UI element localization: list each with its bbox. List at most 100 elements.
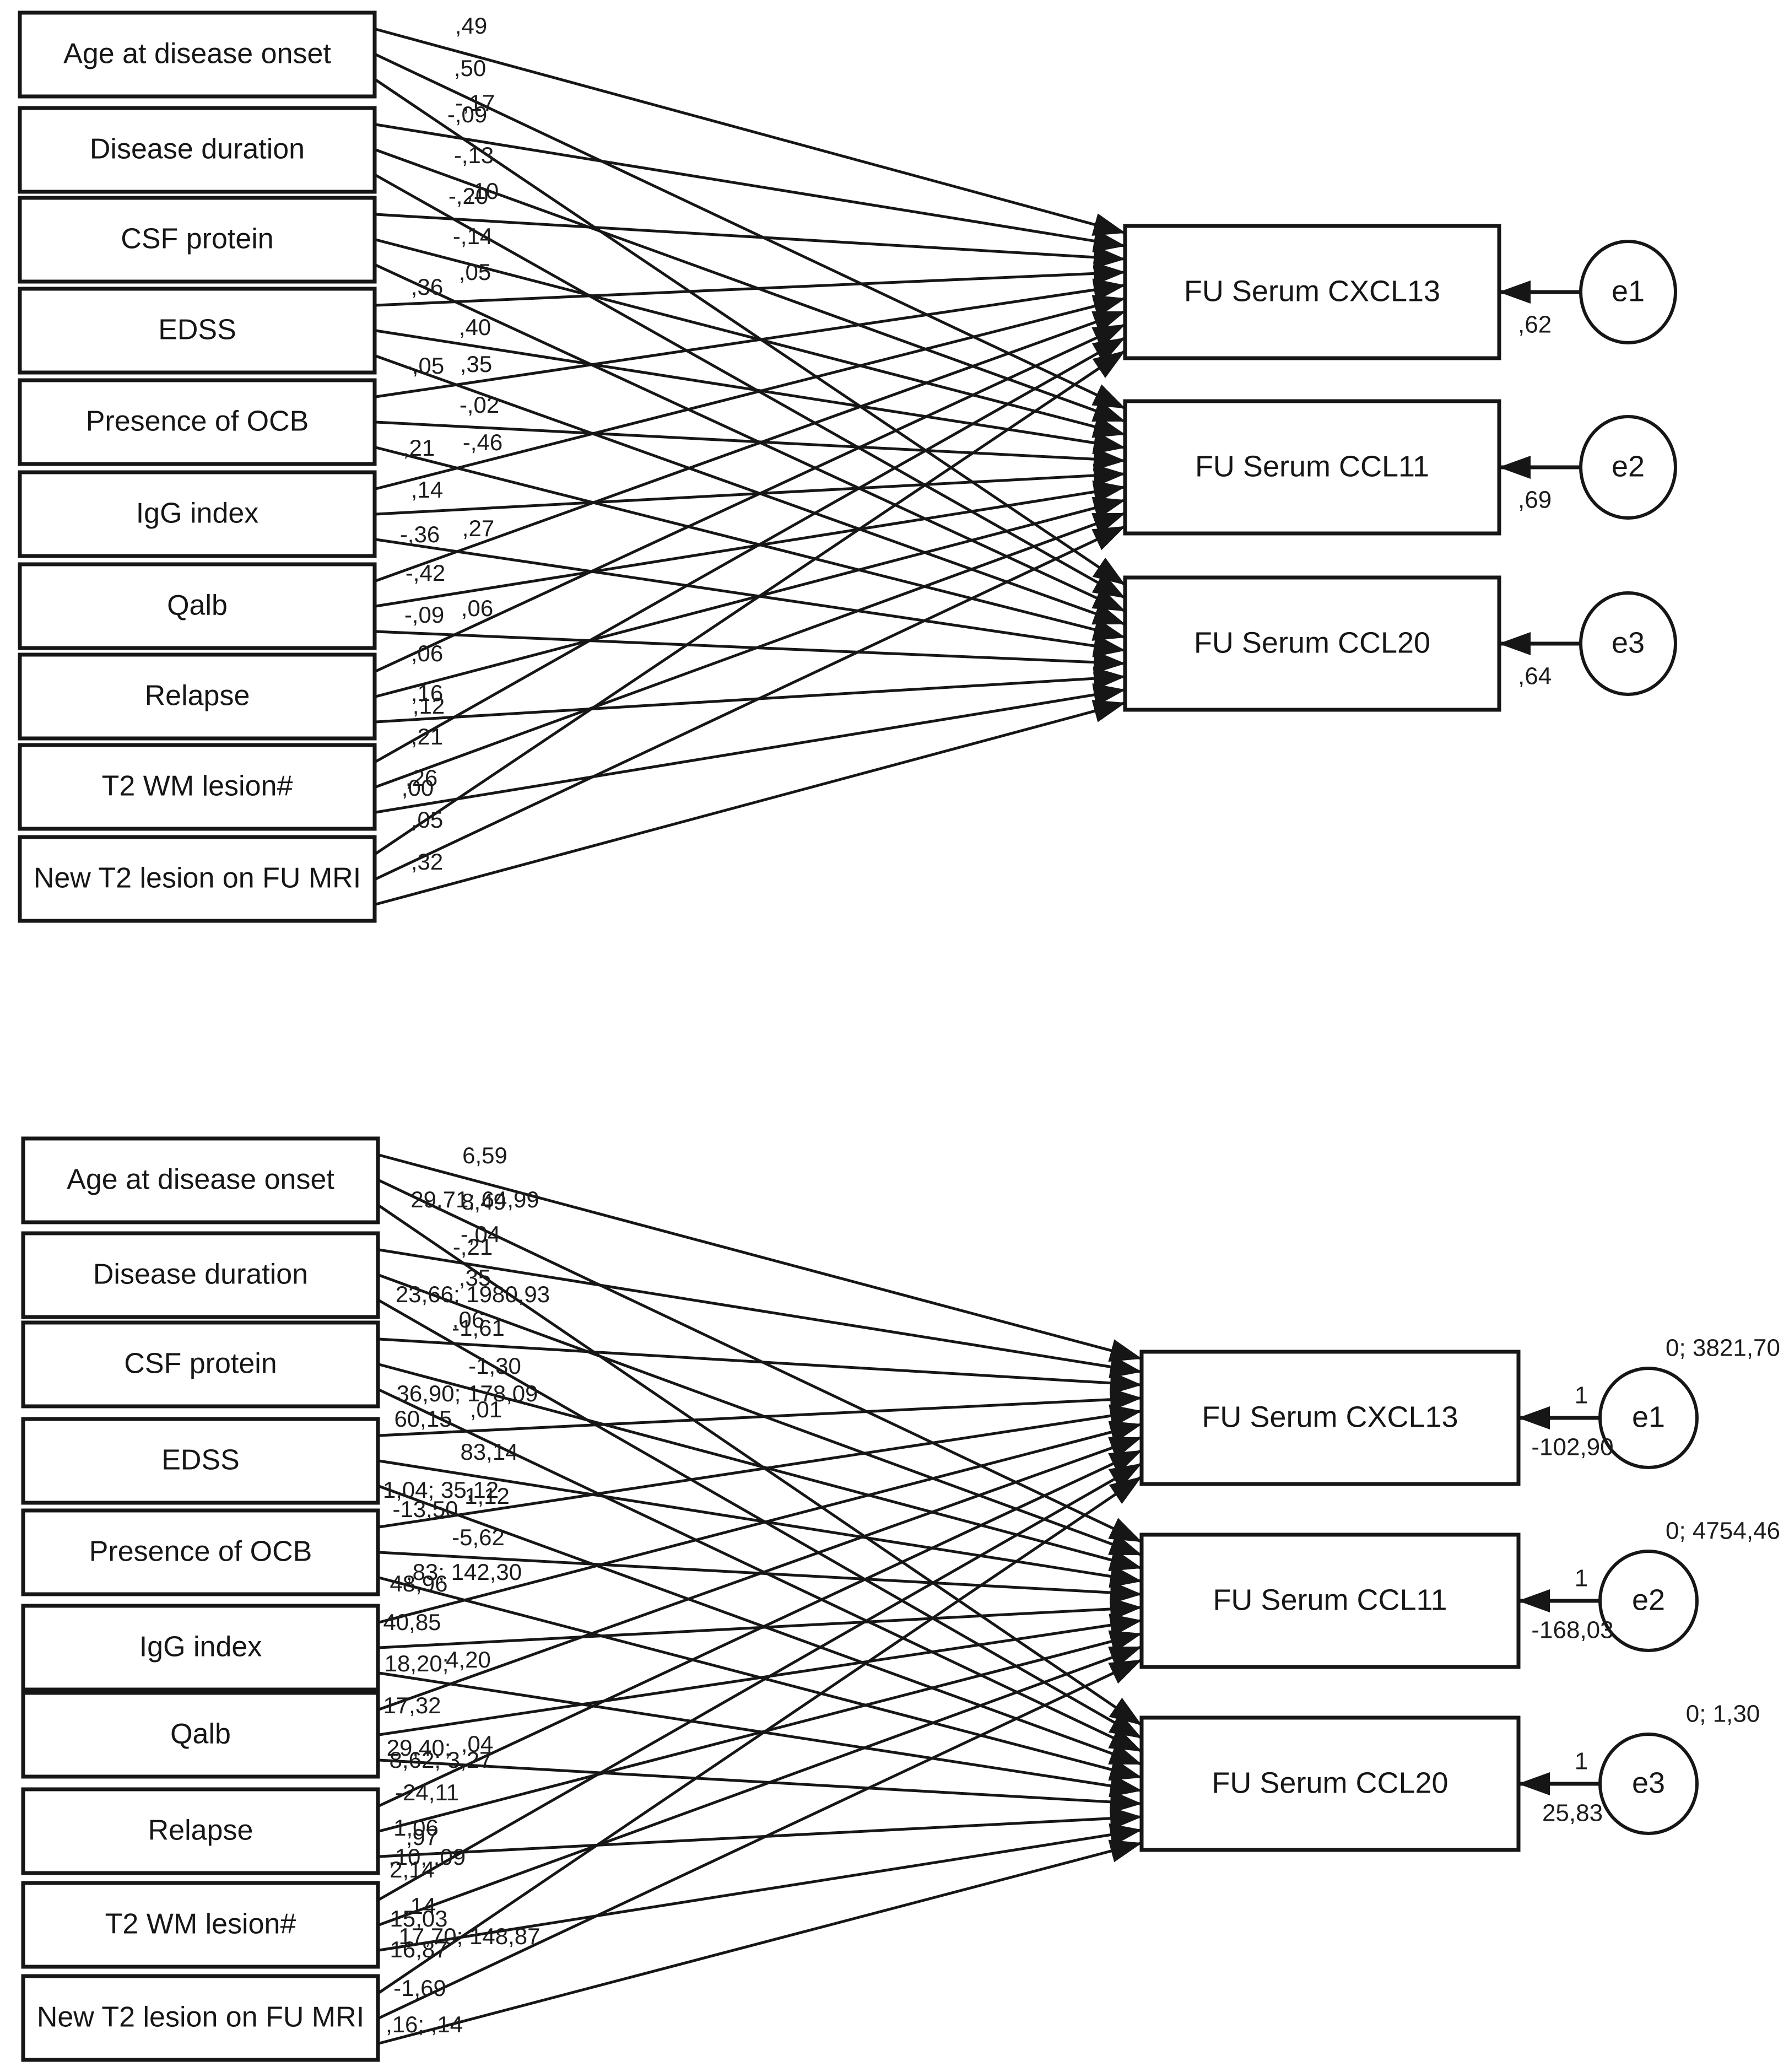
path-arrow bbox=[379, 1337, 1142, 1395]
coefficient-label: ,21 bbox=[403, 435, 435, 461]
outcome-box bbox=[1139, 1715, 1521, 1852]
coefficient-label: -,42 bbox=[406, 560, 445, 586]
coefficient-label: ,35 bbox=[460, 351, 492, 377]
path-arrow bbox=[375, 630, 1126, 674]
path-arrow bbox=[375, 213, 1126, 269]
path-arrow bbox=[379, 1248, 1142, 1379]
predictor-label: Presence of OCB bbox=[86, 406, 309, 438]
predictor-box bbox=[21, 1881, 380, 1969]
path-arrow bbox=[379, 1436, 1142, 1711]
coefficient-label: 29,40; bbox=[387, 1735, 451, 1761]
coefficient-label: ,16 bbox=[411, 680, 443, 706]
predictor-label: Disease duration bbox=[90, 133, 305, 165]
coefficient-label: ,40 bbox=[459, 314, 491, 340]
path-arrow bbox=[379, 1630, 1142, 1833]
coefficient-label: 1,12 bbox=[464, 1483, 510, 1509]
error-circle bbox=[1598, 1550, 1699, 1652]
path-arrow bbox=[375, 53, 1126, 409]
coefficient-label: -1,69 bbox=[393, 1975, 446, 2001]
predictor-label: CSF protein bbox=[121, 223, 273, 255]
path-arrow bbox=[379, 1614, 1142, 1736]
outcome-label: FU Serum CCL11 bbox=[1213, 1583, 1447, 1616]
coefficient-label: 60,15 bbox=[394, 1406, 452, 1432]
coefficient-label: ,04 bbox=[461, 1731, 493, 1757]
predictor-label: IgG index bbox=[136, 498, 259, 530]
path-arrow bbox=[375, 683, 1126, 814]
error-value-label: ,69 bbox=[1518, 487, 1552, 514]
coefficient-label: -,02 bbox=[460, 392, 499, 418]
error-circle bbox=[1598, 1367, 1699, 1469]
error-name-label: e1 bbox=[1612, 274, 1645, 307]
path-arrow bbox=[375, 420, 1126, 471]
outcome-box bbox=[1123, 399, 1501, 536]
error-name-label: e3 bbox=[1632, 1766, 1665, 1799]
outcome-box bbox=[1139, 1533, 1521, 1669]
error-intercept-label: -102,90 bbox=[1531, 1434, 1613, 1461]
coefficient-label: -,20 bbox=[448, 183, 488, 209]
coefficient-label: -,09 bbox=[404, 602, 444, 628]
coefficient-label: 1,04; 35,12 bbox=[383, 1477, 499, 1503]
path-arrow bbox=[375, 28, 1126, 236]
path-arrow bbox=[379, 1153, 1142, 1362]
coefficient-label: ,10; ,09 bbox=[388, 1844, 466, 1870]
coefficient-label: -5,62 bbox=[452, 1524, 505, 1550]
coefficient-label: 18,20; bbox=[385, 1650, 449, 1676]
error-intercept-label: 25,83 bbox=[1542, 1800, 1603, 1827]
predictor-label: New T2 lesion on FU MRI bbox=[37, 2001, 364, 2033]
path-arrow bbox=[379, 1758, 1142, 1814]
path-arrow bbox=[375, 295, 1126, 490]
coefficient-label: -13,50 bbox=[392, 1496, 458, 1522]
predictor-box bbox=[18, 562, 377, 650]
coefficient-labels: ,49,50-,17-,09-,13,10-,20-,14,05,36,40,3… bbox=[400, 13, 502, 875]
path-arrow bbox=[378, 1299, 1142, 1739]
regression-paths bbox=[378, 1153, 1142, 2045]
coefficient-label: -,14 bbox=[453, 223, 493, 249]
coefficient-label: -,17 bbox=[455, 90, 495, 116]
predictor-box bbox=[21, 1787, 380, 1875]
path-arrow bbox=[375, 512, 1126, 789]
coefficient-label: -,46 bbox=[463, 429, 502, 455]
predictor-box bbox=[21, 1320, 380, 1409]
predictor-box bbox=[21, 1691, 380, 1779]
coefficient-label: 2,14 bbox=[390, 1857, 435, 1882]
coefficient-label: ,05 bbox=[459, 259, 491, 285]
path-arrow bbox=[375, 497, 1126, 698]
path-arrow bbox=[379, 1404, 1142, 1529]
error-intercept-label: -168,03 bbox=[1531, 1617, 1613, 1644]
error-circle bbox=[1579, 591, 1677, 696]
path-arrow bbox=[375, 667, 1126, 724]
coefficient-label: -,13 bbox=[454, 142, 494, 168]
coefficient-label: ,06 bbox=[461, 595, 493, 621]
predictor-box bbox=[18, 470, 377, 558]
error-name-label: e2 bbox=[1632, 1583, 1665, 1616]
path-arrow bbox=[379, 1839, 1142, 2045]
path-arrow bbox=[375, 174, 1126, 599]
predictor-box bbox=[18, 106, 377, 194]
error-variance-label: 0; 4754,46 bbox=[1666, 1518, 1780, 1545]
coefficient-label: -,21 bbox=[453, 1234, 493, 1260]
path-arrow bbox=[375, 525, 1126, 881]
coefficient-label: 15,03 bbox=[390, 1906, 447, 1931]
predictor-box bbox=[18, 652, 377, 741]
error-loading-label: 1 bbox=[1575, 1748, 1588, 1775]
error-loading-label: 1 bbox=[1575, 1565, 1588, 1592]
error-circle bbox=[1598, 1733, 1699, 1835]
coefficient-label: ,14 bbox=[404, 1893, 436, 1919]
path-arrow bbox=[378, 1476, 1142, 1994]
path-arrow bbox=[379, 1823, 1142, 1952]
coefficient-label: 16,87 bbox=[390, 1936, 447, 1962]
error-name-label: e3 bbox=[1612, 626, 1645, 659]
error-circle bbox=[1579, 240, 1677, 344]
path-arrow bbox=[375, 480, 1126, 608]
coefficient-label: 1,06 bbox=[393, 1815, 439, 1841]
predictor-label: T2 WM lesion# bbox=[102, 770, 293, 802]
predictor-label: Age at disease onset bbox=[67, 1164, 334, 1196]
predictor-label: EDSS bbox=[161, 1444, 240, 1476]
coefficient-label: ,16; ,14 bbox=[386, 2011, 463, 2037]
